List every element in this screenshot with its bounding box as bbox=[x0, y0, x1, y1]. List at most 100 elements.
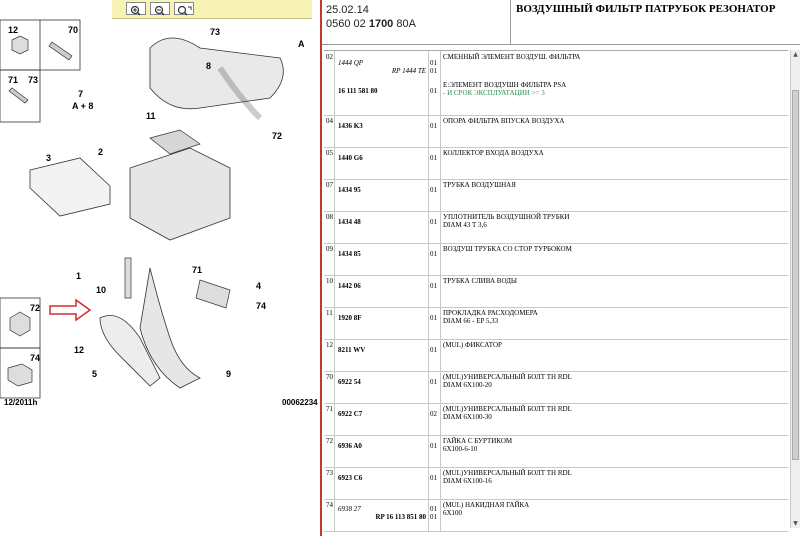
callout-2[interactable]: 2 bbox=[98, 147, 103, 157]
callout-7[interactable]: 7 bbox=[78, 89, 83, 99]
callout-74[interactable]: 74 bbox=[30, 353, 40, 363]
part-box-71-73 bbox=[0, 69, 41, 123]
callout-72[interactable]: 72 bbox=[272, 131, 282, 141]
callout-9[interactable]: 9 bbox=[226, 369, 231, 379]
callout-12[interactable]: 12 bbox=[8, 25, 18, 35]
callout-a[interactable]: A bbox=[298, 39, 305, 49]
scroll-down-icon[interactable]: ▼ bbox=[793, 520, 798, 527]
callout-71[interactable]: 71 bbox=[8, 75, 18, 85]
zoom-in-button[interactable] bbox=[126, 2, 146, 16]
description-cell: КОЛЛЕКТОР ВХОДА ВОЗДУХА bbox=[440, 147, 788, 179]
callout-10[interactable]: 10 bbox=[96, 285, 106, 295]
zoom-out-button[interactable] bbox=[150, 2, 170, 16]
row-index-cell: 10 bbox=[324, 275, 335, 307]
part-reference[interactable]: 16 111 581 80 bbox=[338, 87, 378, 95]
row-index: 05 bbox=[326, 149, 333, 157]
zoom-fit-button[interactable] bbox=[174, 2, 194, 16]
part-reference[interactable]: 1434 85 bbox=[338, 250, 361, 258]
callout-5[interactable]: 5 bbox=[92, 369, 97, 379]
zoom-out-icon bbox=[154, 5, 165, 16]
row-index: 02 bbox=[326, 53, 333, 61]
row-index: 07 bbox=[326, 181, 333, 189]
part-description: ТРУБКА ВОЗДУШНАЯ bbox=[443, 181, 516, 189]
row-index-cell: 72 bbox=[324, 435, 335, 467]
part-reference[interactable]: 8211 WV bbox=[338, 346, 366, 354]
part-description: (MUL) НАКИДНАЯ ГАЙКА bbox=[443, 501, 530, 509]
part-reference[interactable]: 1434 48 bbox=[338, 218, 361, 226]
callout-71[interactable]: 71 bbox=[192, 265, 202, 275]
part-description: УПЛОТНИТЕЛЬ ВОЗДУШНОЙ ТРУБКИ bbox=[443, 213, 570, 221]
callout-1[interactable]: 1 bbox=[76, 271, 81, 281]
part-quantity: 01 bbox=[430, 87, 437, 95]
reference-cell: 8211 WV bbox=[334, 339, 429, 371]
turbo-pipe-illustration bbox=[149, 37, 284, 110]
part-reference[interactable]: 6923 C6 bbox=[338, 474, 363, 482]
part-reference[interactable]: 1436 K3 bbox=[338, 122, 363, 130]
part-reference[interactable]: 6922 54 bbox=[338, 378, 361, 386]
row-index-cell: 05 bbox=[324, 147, 335, 179]
vertical-scrollbar[interactable]: ▲ ▼ bbox=[790, 50, 800, 528]
callout-3[interactable]: 3 bbox=[46, 153, 51, 163]
part-description: 6X100-6-10 bbox=[443, 445, 478, 453]
reference-cell: 1444 QP RP 1444 TE 16 111 581 80 bbox=[334, 51, 429, 115]
callout-4[interactable]: 4 bbox=[256, 281, 261, 291]
part-description: DIAM 6X100-30 bbox=[443, 413, 492, 421]
part-reference[interactable]: RP 1444 TE bbox=[391, 67, 426, 75]
scrollbar-thumb[interactable] bbox=[792, 90, 799, 460]
callout-11[interactable]: 11 bbox=[146, 111, 156, 121]
description-cell: ОПОРА ФИЛЬТРА ВПУСКА ВОЗДУХА bbox=[440, 115, 788, 147]
description-cell: (MUL) ФИКСАТОР bbox=[440, 339, 788, 371]
part-reference[interactable]: RP 16 113 851 80 bbox=[375, 513, 426, 521]
highlight-arrow-icon bbox=[49, 298, 92, 322]
reference-cell: 1440 G6 bbox=[334, 147, 429, 179]
part-reference[interactable]: 6936 A0 bbox=[338, 442, 362, 450]
row-index: 08 bbox=[326, 213, 333, 221]
part-reference[interactable]: 1442 06 bbox=[338, 282, 361, 290]
part-reference[interactable]: 1920 8F bbox=[338, 314, 362, 322]
callout-73[interactable]: 73 bbox=[28, 75, 38, 85]
row-index-cell: 08 bbox=[324, 211, 335, 243]
description-cell: ТРУБКА СЛИВА ВОДЫ bbox=[440, 275, 788, 307]
scroll-up-icon[interactable]: ▲ bbox=[793, 51, 798, 58]
part-reference[interactable]: 1444 QP bbox=[338, 59, 364, 67]
part-reference[interactable]: 6938 27 bbox=[338, 505, 361, 513]
part-reference[interactable]: 6922 C7 bbox=[338, 410, 363, 418]
row-index: 74 bbox=[326, 501, 333, 509]
callout-74[interactable]: 74 bbox=[256, 301, 266, 311]
part-reference[interactable]: 1434 95 bbox=[338, 186, 361, 194]
callout-73[interactable]: 73 bbox=[210, 27, 220, 37]
part-reference[interactable]: 1440 G6 bbox=[338, 154, 363, 162]
row-index: 71 bbox=[326, 405, 333, 413]
row-index: 09 bbox=[326, 245, 333, 253]
callout-12[interactable]: 12 bbox=[74, 345, 84, 355]
callout-70[interactable]: 70 bbox=[68, 25, 78, 35]
callout-72[interactable]: 72 bbox=[30, 303, 40, 313]
part-quantity: 01 bbox=[430, 250, 437, 258]
part-description: - И СРОК ЭКСПЛУАТАЦИИ >= 3 bbox=[443, 89, 545, 97]
callout-8[interactable]: 8 bbox=[206, 61, 211, 71]
callout-a-8[interactable]: A + 8 bbox=[72, 101, 93, 111]
part-description: DIAM 43 T 3,6 bbox=[443, 221, 487, 229]
parts-header: 25.02.14 0560 02 1700 80A ВОЗДУШНЫЙ ФИЛЬ… bbox=[322, 0, 800, 45]
